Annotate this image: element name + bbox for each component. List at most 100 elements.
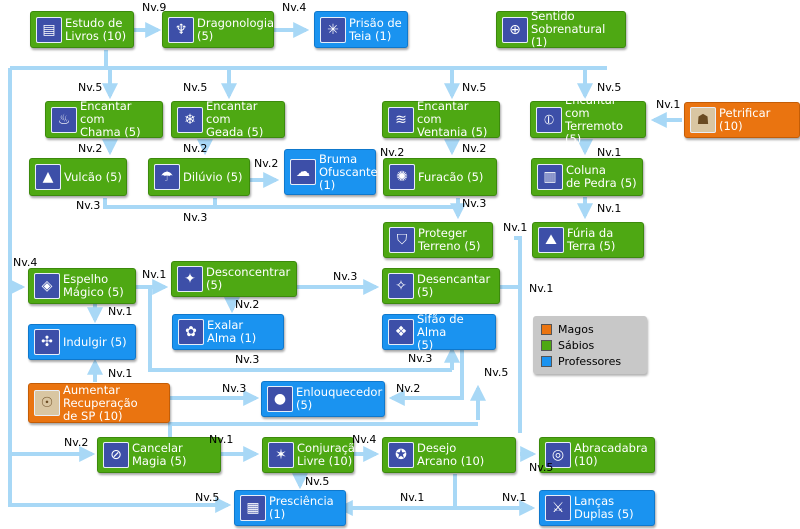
flame-icon: ♨: [51, 106, 77, 133]
level-label: Nv.2: [462, 142, 487, 155]
legend-item-professores: Professores: [541, 353, 639, 369]
skill-encantar-com-chama[interactable]: ♨ Encantar com Chama (5): [45, 100, 163, 139]
skill-label: Bruma Ofuscante (1): [319, 151, 378, 192]
skill-label: Aumentar Recuperação de SP (10): [63, 382, 138, 423]
deluge-icon: ☂: [154, 164, 180, 190]
level-label: Nv.4: [13, 256, 38, 269]
skill-desencantar[interactable]: ✧ Desencantar (5): [382, 268, 500, 304]
level-label: Nv.2: [396, 382, 421, 395]
free-cast-icon: ✶: [268, 442, 294, 468]
mirror-icon: ◈: [34, 273, 60, 299]
skill-estudo-de-livros[interactable]: ▤ Estudo de Livros (10): [30, 11, 134, 48]
cancel-magic-icon: ⊘: [103, 442, 129, 468]
level-label: Nv.5: [529, 461, 554, 474]
skill-indulgir[interactable]: ✣ Indulgir (5): [28, 324, 136, 360]
double-lance-icon: ⚔: [545, 495, 571, 521]
level-label: Nv.2: [254, 157, 279, 170]
sense-icon: ⊕: [502, 16, 528, 43]
level-label: Nv.5: [183, 81, 208, 94]
green-swatch-icon: [541, 339, 552, 351]
skill-aumentar-recuperacao-de-sp[interactable]: ☉ Aumentar Recuperação de SP (10): [28, 383, 170, 423]
skill-lancas-duplas[interactable]: ⚔ Lanças Duplas (5): [539, 490, 655, 526]
skill-diluvio[interactable]: ☂ Dilúvio (5): [148, 158, 250, 196]
earth-fury-icon: ⛰: [538, 227, 564, 253]
skill-encantar-com-terremoto[interactable]: ⦶ Encantar com Terremoto (5): [530, 93, 646, 145]
level-label: Nv.5: [305, 475, 330, 488]
level-label: Nv.1: [142, 268, 167, 281]
level-label: Nv.3: [333, 270, 358, 283]
skill-prisao-de-teia[interactable]: ✳ Prisão de Teia (1): [314, 11, 408, 48]
level-label: Nv.4: [352, 433, 377, 446]
level-label: Nv.1: [502, 491, 527, 504]
skill-label: Conjuração Livre (10): [297, 441, 363, 468]
level-label: Nv.5: [462, 81, 487, 94]
skill-dragonologia[interactable]: ♆ Dragonologia (5): [162, 11, 274, 48]
level-label: Nv.3: [408, 352, 433, 365]
level-label: Nv.5: [484, 366, 509, 379]
level-label: Nv.5: [597, 81, 622, 94]
siphon-icon: ❖: [388, 319, 414, 345]
legend-item-magos: Magos: [541, 321, 639, 337]
level-label: Nv.1: [597, 146, 622, 159]
level-label: Nv.3: [76, 199, 101, 212]
skill-label: Cancelar Magia (5): [132, 441, 187, 468]
skill-sifao-de-alma[interactable]: ❖ Sifão de Alma (5): [382, 311, 496, 352]
level-label: Nv.1: [209, 433, 234, 446]
skill-label: Prisão de Teia (1): [349, 15, 402, 43]
skill-label: Sifão de Alma (5): [417, 311, 464, 352]
skill-furacao[interactable]: ✺ Furacão (5): [383, 158, 497, 196]
skill-abracadabra[interactable]: ◎ Abracadabra (10): [539, 437, 655, 473]
skill-conjuracao-livre[interactable]: ✶ Conjuração Livre (10): [262, 437, 362, 473]
skill-encantar-com-ventania[interactable]: ≋ Encantar com Ventania (5): [382, 100, 500, 139]
skill-desconcentrar[interactable]: ✦ Desconcentrar (5): [171, 261, 297, 297]
quake-icon: ⦶: [536, 106, 562, 133]
abracadabra-icon: ◎: [545, 442, 571, 468]
skill-furia-da-terra[interactable]: ⛰ Fúria da Terra (5): [532, 222, 644, 258]
level-label: Nv.2: [78, 142, 103, 155]
skill-label: Abracadabra (10): [574, 441, 648, 468]
skill-sentido-sobrenatural[interactable]: ⊕ Sentido Sobrenatural (1): [496, 10, 626, 49]
skill-petrificar[interactable]: ☗ Petrificar (10): [684, 102, 800, 138]
level-label: Nv.1: [529, 282, 554, 295]
skill-encantar-com-geada[interactable]: ❄ Encantar com Geada (5): [171, 99, 285, 139]
level-label: Nv.3: [462, 197, 487, 210]
skill-coluna-de-pedra[interactable]: ▥ Coluna de Pedra (5): [531, 158, 643, 196]
shield-ground-icon: ⛉: [389, 227, 415, 253]
skill-cancelar-magia[interactable]: ⊘ Cancelar Magia (5): [97, 437, 221, 473]
level-label: Nv.5: [195, 491, 220, 504]
pillar-icon: ▥: [537, 164, 563, 190]
legend-item-sabios: Sábios: [541, 337, 639, 353]
level-label: Nv.1: [400, 491, 425, 504]
skill-proteger-terreno[interactable]: ⛉ Proteger Terreno (5): [383, 222, 493, 258]
level-label: Nv.1: [108, 367, 133, 380]
skill-label: Espelho Mágico (5): [63, 272, 124, 299]
legend-label: Professores: [558, 354, 622, 368]
skill-label: Presciência (1): [269, 494, 334, 521]
skill-exalar-alma[interactable]: ✿ Exalar Alma (1): [172, 314, 284, 350]
skill-label: Petrificar (10): [719, 106, 771, 133]
skill-espelho-magico[interactable]: ◈ Espelho Mágico (5): [28, 268, 136, 304]
skill-vulcao[interactable]: ▲ Vulcão (5): [29, 158, 127, 196]
sp-recovery-icon: ☉: [34, 390, 60, 416]
skill-presciencia[interactable]: ▦ Presciência (1): [234, 490, 346, 526]
legend: Magos Sábios Professores: [533, 316, 647, 374]
skill-bruma-ofuscante[interactable]: ☁ Bruma Ofuscante (1): [284, 149, 378, 195]
skill-label: Lanças Duplas (5): [574, 494, 634, 521]
distract-icon: ✦: [177, 266, 203, 292]
skill-label: Fúria da Terra (5): [567, 226, 616, 253]
petrify-icon: ☗: [690, 107, 716, 133]
volcano-icon: ▲: [35, 164, 61, 190]
skill-label: Encantar com Geada (5): [206, 99, 264, 139]
hurricane-icon: ✺: [389, 164, 415, 190]
skill-label: Encantar com Terremoto (5): [565, 92, 624, 146]
level-label: Nv.5: [78, 81, 103, 94]
legend-label: Magos: [558, 322, 594, 336]
skill-label: Vulcão (5): [64, 169, 122, 184]
skill-enlouquecedor[interactable]: ● Enlouquecedor (5): [261, 381, 385, 417]
orange-swatch-icon: [541, 323, 552, 335]
skill-label: Dilúvio (5): [183, 169, 243, 184]
mist-icon: ☁: [290, 159, 316, 185]
level-label: Nv.9: [142, 1, 167, 14]
skill-desejo-arcano[interactable]: ✪ Desejo Arcano (10): [382, 437, 516, 473]
